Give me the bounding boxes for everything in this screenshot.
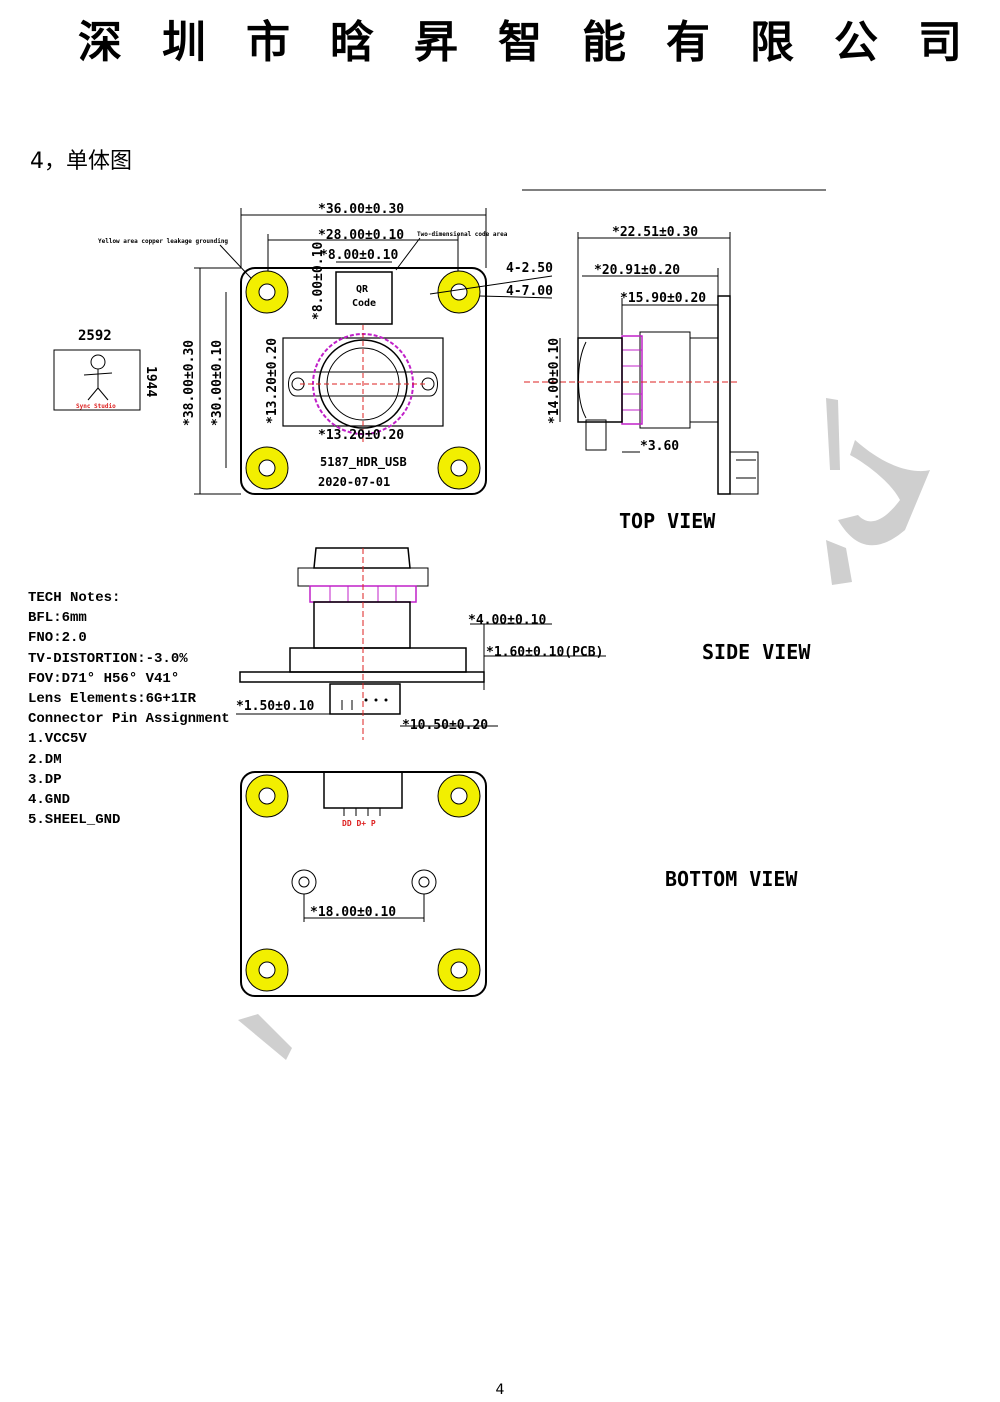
side-view-title: SIDE VIEW bbox=[702, 640, 811, 664]
dim-qr-width: *8.00±0.10 bbox=[320, 248, 398, 263]
dim-profile-total: *22.51±0.30 bbox=[612, 225, 698, 240]
section-title: 4，单体图 bbox=[30, 149, 132, 174]
note-line: 3.DP bbox=[28, 771, 62, 788]
mounting-pad bbox=[245, 270, 289, 314]
note-line: TV-DISTORTION:-3.0% bbox=[28, 650, 188, 667]
tech-notes: TECH Notes: BFL:6mm FNO:2.0 TV-DISTORTIO… bbox=[28, 588, 230, 830]
qr-code-area bbox=[335, 271, 393, 325]
page-number: 4 bbox=[495, 1382, 505, 1398]
model-date: 2020-07-01 bbox=[318, 475, 390, 489]
resolution-width: 2592 bbox=[78, 328, 112, 344]
bottom-connector bbox=[323, 771, 403, 809]
dim-hole-spacing: *28.00±0.10 bbox=[318, 228, 404, 243]
company-name-header: 深圳市晗昇智能有限公司 bbox=[78, 17, 1000, 68]
dim-profile-offset: *3.60 bbox=[640, 439, 679, 454]
dim-qr-height: *8.00±0.10 bbox=[311, 242, 326, 320]
lens-top bbox=[313, 547, 411, 569]
bottom-hole bbox=[411, 869, 437, 895]
dim-bottom-hole-spacing: *18.00±0.10 bbox=[310, 905, 396, 920]
sensor-caption: Sync Studio bbox=[76, 403, 116, 410]
side-pcb bbox=[239, 671, 485, 683]
dim-sensor: *13.20±0.20 bbox=[265, 338, 280, 424]
model-name: 5187_HDR_USB bbox=[320, 455, 407, 470]
watermark bbox=[238, 398, 930, 1060]
top-board-outline bbox=[240, 267, 487, 495]
dim-hole-spacing-v: *30.00±0.10 bbox=[210, 340, 225, 426]
mounting-pad bbox=[245, 774, 289, 818]
note-line: Lens Elements:6G+1IR bbox=[28, 690, 197, 707]
note-line: 4.GND bbox=[28, 791, 71, 808]
lens-holder-mount bbox=[288, 371, 438, 397]
resolution-height: 1944 bbox=[143, 366, 158, 397]
qr-label-code: Code bbox=[352, 298, 376, 309]
dim-lens-diameter: *13.20±0.20 bbox=[318, 428, 404, 443]
bottom-view-title: BOTTOM VIEW bbox=[665, 867, 798, 891]
dim-profile-barrel: *15.90±0.20 bbox=[620, 291, 706, 306]
dim-connector-width: *10.50±0.20 bbox=[402, 718, 488, 733]
dim-holes-large: 4-7.00 bbox=[506, 284, 553, 299]
lens-profile: *22.51±0.30 *20.91±0.20 *15.90±0.20 *14 bbox=[524, 225, 759, 495]
dim-profile-lens: *20.91±0.20 bbox=[594, 263, 680, 278]
note-line: 1.VCC5V bbox=[28, 731, 87, 748]
mounting-pad bbox=[437, 948, 481, 992]
dim-side-holder: *4.00±0.10 bbox=[468, 613, 546, 628]
note-line: FNO:2.0 bbox=[28, 630, 87, 647]
mounting-pad bbox=[437, 446, 481, 490]
note-line: Connector Pin Assignment bbox=[28, 711, 230, 728]
note-line: BFL:6mm bbox=[28, 610, 87, 627]
note-line: TECH Notes: bbox=[28, 590, 121, 606]
dim-board-height: *38.00±0.30 bbox=[182, 340, 197, 426]
mounting-pad bbox=[437, 774, 481, 818]
dim-side-pcb: *1.60±0.10(PCB) bbox=[486, 645, 603, 660]
dim-connector-height: *1.50±0.10 bbox=[236, 699, 314, 714]
side-holder bbox=[289, 647, 467, 673]
mounting-pad bbox=[437, 270, 481, 314]
mounting-pad bbox=[245, 446, 289, 490]
dim-holes-small: 4-2.50 bbox=[506, 261, 553, 276]
top-view: *36.00±0.30 *28.00±0.10 *8.00±0.10 Two-d… bbox=[53, 189, 826, 533]
bottom-hole bbox=[291, 869, 317, 895]
qr-label: QR bbox=[356, 284, 369, 295]
bottom-view: DD D+ P *18.00±0.10 BOTTOM VIEW bbox=[240, 771, 798, 997]
dim-board-width: *36.00±0.30 bbox=[318, 202, 404, 217]
top-view-title: TOP VIEW bbox=[619, 509, 716, 533]
side-view: *4.00±0.10 *1.60±0.10(PCB) *1.50±0.10 *1… bbox=[236, 547, 811, 740]
connector-pin-label: DD D+ P bbox=[342, 819, 376, 828]
note-line: 2.DM bbox=[28, 751, 62, 768]
note-two-dimensional-code: Two-dimensional code area bbox=[417, 231, 508, 238]
mounting-pad bbox=[245, 948, 289, 992]
sensor-preview bbox=[53, 349, 141, 411]
note-line: 5.SHEEL_GND bbox=[28, 812, 121, 829]
side-connector bbox=[329, 683, 401, 715]
dim-profile-diameter: *14.00±0.10 bbox=[547, 338, 562, 424]
note-yellow-area: Yellow area copper leakage grounding bbox=[98, 238, 228, 245]
note-line: FOV:D71° H56° V41° bbox=[28, 670, 180, 687]
